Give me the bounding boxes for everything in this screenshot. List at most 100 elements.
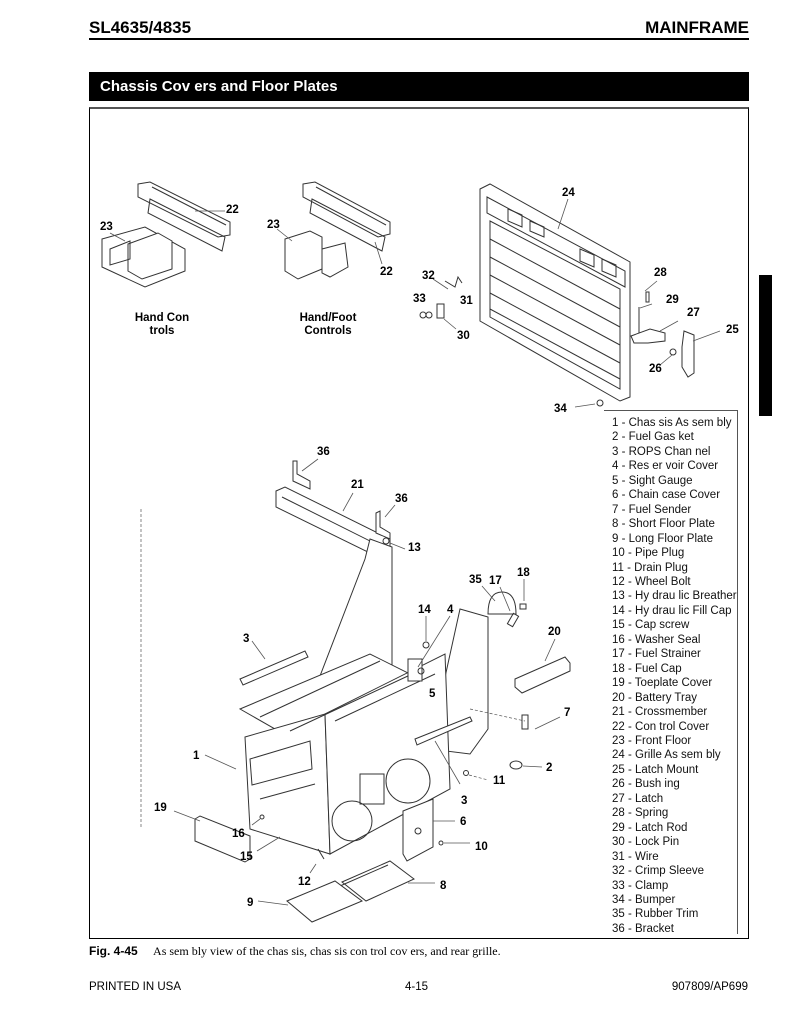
legend-item: 16 - Washer Seal <box>612 633 701 646</box>
short-floor-plate <box>341 860 415 902</box>
callout-3: 3 <box>461 795 467 807</box>
fuel-gasket <box>509 760 523 770</box>
leader-36a <box>301 458 319 472</box>
legend-item: 13 - Hy drau lic Breather <box>612 590 737 603</box>
callout-22: 22 <box>380 266 393 278</box>
control-cover-hand-foot <box>302 181 391 252</box>
callout-33: 33 <box>413 293 426 305</box>
exploded-view-drawing: 22 23 23 22 <box>100 181 739 923</box>
legend-item: 10 - Pipe Plug <box>612 547 685 560</box>
legend-item: 36 - Bracket <box>612 922 674 935</box>
callout-11: 11 <box>493 775 506 787</box>
parts-legend: 1 - Chas sis As sem bly 2 - Fuel Gas ket… <box>604 410 738 936</box>
legend-item: 32 - Crimp Sleeve <box>612 865 705 878</box>
legend-item: 7 - Fuel Sender <box>612 503 692 516</box>
leader-25 <box>692 330 721 342</box>
hand-controls-text: Hand Con trols <box>134 312 190 337</box>
fuel-sender <box>521 714 529 730</box>
callout-28: 28 <box>654 267 667 279</box>
figure-caption: Fig. 4-45 As sem bly view of the chas si… <box>89 944 501 959</box>
callout-6: 6 <box>460 816 466 828</box>
callout-36: 36 <box>395 493 408 505</box>
legend-item: 5 - Sight Gauge <box>612 474 693 487</box>
legend-item: 33 - Clamp <box>612 879 669 892</box>
washer-seal <box>259 814 265 820</box>
leader-28 <box>644 280 658 292</box>
section-title-bar: Chassis Cov ers and Floor Plates <box>89 72 749 101</box>
section-title: MAINFRAME <box>645 18 749 37</box>
callout-16: 16 <box>232 828 245 840</box>
callout-32: 32 <box>422 270 435 282</box>
fuel-cap <box>519 603 527 610</box>
legend-item: 30 - Lock Pin <box>612 836 680 849</box>
legend-item: 29 - Latch Rod <box>612 821 688 834</box>
callout-19: 19 <box>154 802 167 814</box>
callout-23: 23 <box>267 219 280 231</box>
leader-23b <box>276 228 293 242</box>
callout-34: 34 <box>554 403 567 415</box>
callout-26: 26 <box>649 363 662 375</box>
fuel-strainer <box>506 612 520 628</box>
legend-item: 34 - Bumper <box>612 893 676 906</box>
legend-item: 12 - Wheel Bolt <box>612 575 691 588</box>
callout-18: 18 <box>517 567 530 579</box>
leader-34 <box>574 403 596 408</box>
callout-14: 14 <box>418 604 431 616</box>
chapter-tab-marker <box>759 275 772 416</box>
callout-29: 29 <box>666 294 679 306</box>
legend-item: 4 - Res er voir Cover <box>612 460 719 473</box>
legend-item: 35 - Rubber Trim <box>612 908 699 921</box>
leader-2 <box>522 765 543 768</box>
callout-23: 23 <box>100 221 113 233</box>
callout-36: 36 <box>317 446 330 458</box>
legend-item: 14 - Hy drau lic Fill Cap <box>612 604 732 617</box>
legend-item: 1 - Chas sis As sem bly <box>612 417 732 429</box>
leader-11 <box>468 774 489 781</box>
legend-item: 28 - Spring <box>612 807 669 820</box>
callout-12: 12 <box>298 876 311 888</box>
leader-7 <box>534 716 561 730</box>
parts-legend-list: 1 - Chas sis As sem bly 2 - Fuel Gas ket… <box>612 416 737 936</box>
wheel-bolt <box>317 848 325 860</box>
page-header: SL4635/4835 MAINFRAME <box>89 16 749 40</box>
long-floor-plate <box>286 880 364 923</box>
callout-21: 21 <box>351 479 364 491</box>
callout-27: 27 <box>687 307 700 319</box>
leader-20 <box>544 638 556 662</box>
legend-item: 15 - Cap screw <box>612 619 690 632</box>
legend-item: 20 - Battery Tray <box>612 691 698 704</box>
chassis-assembly <box>238 538 489 855</box>
footer-printed-in: PRINTED IN USA <box>89 981 182 993</box>
leader-29 <box>639 303 653 309</box>
leader-9 <box>257 900 289 906</box>
front-floor-hand <box>101 226 186 288</box>
callout-30: 30 <box>457 330 470 342</box>
callout-9: 9 <box>247 897 253 909</box>
callout-24: 24 <box>562 187 575 199</box>
legend-item: 31 - Wire <box>612 850 659 863</box>
leader-19 <box>173 810 201 822</box>
callout-3: 3 <box>243 633 249 645</box>
rubber-trim <box>487 591 517 615</box>
hand-controls-label: Hand Con trols <box>122 312 202 338</box>
callout-7: 7 <box>564 707 570 719</box>
legend-item: 23 - Front Floor <box>612 734 692 747</box>
hand-foot-controls-line1: Hand/Foot <box>299 312 357 324</box>
leader-17 <box>499 586 511 612</box>
pipe-plug <box>438 840 444 846</box>
callout-13: 13 <box>408 542 421 554</box>
document-number: 907809/AP699 <box>671 981 748 993</box>
legend-item: 21 - Crossmember <box>612 706 708 719</box>
callout-15: 15 <box>240 851 253 863</box>
leader-23a <box>109 232 126 242</box>
control-cover-hand <box>137 181 231 252</box>
figure-number: Fig. 4-45 <box>89 944 138 958</box>
legend-item: 2 - Fuel Gas ket <box>612 431 694 444</box>
callout-17: 17 <box>489 575 502 587</box>
leader-32 <box>432 278 449 290</box>
callout-2: 2 <box>546 762 552 774</box>
rops-channel <box>239 650 309 686</box>
leader-35 <box>481 585 496 602</box>
bracket <box>292 460 311 490</box>
legend-item: 8 - Short Floor Plate <box>612 518 715 531</box>
